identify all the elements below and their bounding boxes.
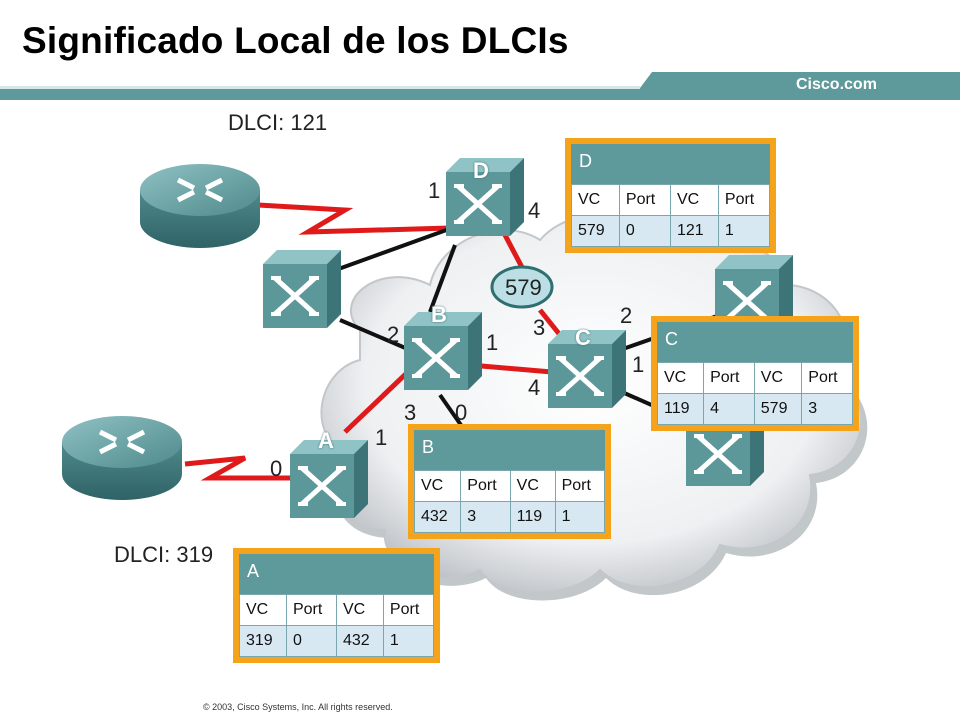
header-vc: VC [239, 594, 287, 626]
header-port: Port [554, 470, 606, 502]
switch-table-a: A VC Port VC Port 319 0 432 1 [233, 548, 440, 663]
header-vc: VC [509, 470, 556, 502]
header-vc: VC [571, 184, 620, 216]
cisco-logo-text: Cisco.com [796, 76, 877, 93]
cell: 579 [571, 215, 620, 247]
header-port: Port [717, 184, 771, 216]
cell: 1 [382, 625, 435, 657]
cell: 119 [656, 393, 705, 425]
port-d-4: 4 [528, 198, 541, 223]
cell: 119 [509, 501, 556, 533]
table-title: B [414, 430, 605, 470]
header-vc: VC [656, 362, 705, 394]
switch-a-letter: A [318, 428, 334, 453]
header-vc: VC [335, 594, 384, 626]
router-bottom [62, 416, 182, 500]
header-port: Port [703, 362, 755, 394]
cell: 0 [285, 625, 337, 657]
cell: 432 [413, 501, 462, 533]
table-title: D [571, 144, 770, 184]
vc-table: VC Port VC Port 319 0 432 1 [239, 594, 435, 657]
port-d-1: 1 [428, 178, 441, 203]
dlci-top-label: DLCI: 121 [228, 110, 328, 135]
port-b-2: 2 [387, 322, 400, 347]
header-port: Port [285, 594, 337, 626]
switch-table-d: D VC Port VC Port 579 0 121 1 [565, 138, 776, 253]
cell: 319 [239, 625, 287, 657]
cell: 3 [801, 393, 853, 425]
port-b-0: 0 [455, 400, 468, 425]
table-title: A [239, 554, 434, 594]
switch-c-letter: C [575, 325, 591, 350]
cell: 4 [703, 393, 755, 425]
switch-table-b: B VC Port VC Port 432 3 119 1 [408, 424, 611, 539]
switch-table-c: C VC Port VC Port 119 4 579 3 [651, 316, 859, 431]
header-port: Port [382, 594, 435, 626]
port-c-1: 1 [632, 352, 645, 377]
cell: 121 [669, 215, 719, 247]
header-port: Port [460, 470, 511, 502]
header-vc: VC [753, 362, 803, 394]
cell: 0 [618, 215, 671, 247]
vc-table: VC Port VC Port 579 0 121 1 [571, 184, 771, 247]
router-top [140, 164, 260, 248]
header-port: Port [801, 362, 853, 394]
page-title: Significado Local de los DLCIs [22, 20, 569, 61]
port-c-3: 3 [533, 315, 546, 340]
dlci-bottom-label: DLCI: 319 [114, 542, 214, 567]
brand-bar [0, 72, 960, 100]
switch-left [263, 250, 341, 328]
port-a-0: 0 [270, 456, 283, 481]
cell: 3 [460, 501, 511, 533]
vc-bubble-value: 579 [505, 275, 542, 300]
port-b-1: 1 [486, 330, 499, 355]
port-c-4: 4 [528, 375, 541, 400]
cell: 1 [554, 501, 606, 533]
table-title: C [657, 322, 853, 362]
switch-d-letter: D [473, 158, 489, 183]
port-c-2: 2 [620, 303, 633, 328]
header-vc: VC [669, 184, 719, 216]
cell: 1 [717, 215, 771, 247]
vc-bubble [490, 265, 554, 309]
port-a-1: 1 [375, 425, 388, 450]
cell: 432 [335, 625, 384, 657]
vc-table: VC Port VC Port 432 3 119 1 [413, 470, 606, 533]
vc-table: VC Port VC Port 119 4 579 3 [656, 362, 853, 425]
header-vc: VC [413, 470, 462, 502]
switch-b-letter: B [431, 302, 447, 327]
cell: 579 [753, 393, 803, 425]
header-port: Port [618, 184, 671, 216]
port-b-3: 3 [404, 400, 417, 425]
copyright-footer: © 2003, Cisco Systems, Inc. All rights r… [203, 702, 393, 712]
